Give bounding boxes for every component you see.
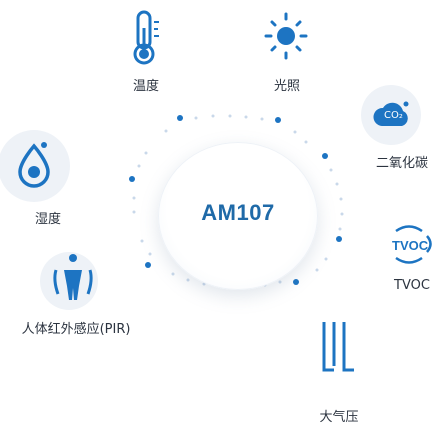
orbit-dot <box>145 262 151 268</box>
water-drop-icon <box>14 138 56 195</box>
sensor-label-tvoc: TVOC <box>394 278 430 293</box>
human-body-icon <box>50 248 96 309</box>
orbit-dot <box>293 279 299 285</box>
sensor-label-pressure: 大气压 <box>319 410 359 425</box>
device-core: AM107 <box>158 142 318 290</box>
sensor-label-co2: 二氧化碳 <box>375 156 429 171</box>
sensor-label-light: 光照 <box>273 79 301 94</box>
tvoc-icon <box>389 222 435 281</box>
orbit-dot <box>336 236 342 242</box>
barometer-icon <box>316 318 360 379</box>
device-name: AM107 <box>201 200 275 225</box>
orbit-dot <box>129 176 135 182</box>
co2-icon-text: CO₂ <box>384 110 403 121</box>
sensor-label-temperature: 温度 <box>132 79 160 94</box>
humidity-halo <box>0 130 70 202</box>
sun-icon <box>262 6 310 67</box>
orbit-dot <box>322 153 328 159</box>
sensor-label-pir: 人体红外感应(PIR) <box>21 322 131 337</box>
orbit-dot <box>177 115 183 121</box>
orbit-dot <box>275 117 281 123</box>
tvoc-icon-text: TVOC <box>392 238 429 253</box>
co2-cloud-icon <box>372 96 412 139</box>
sensor-label-humidity: 湿度 <box>34 212 62 227</box>
thermometer-icon <box>128 6 168 71</box>
